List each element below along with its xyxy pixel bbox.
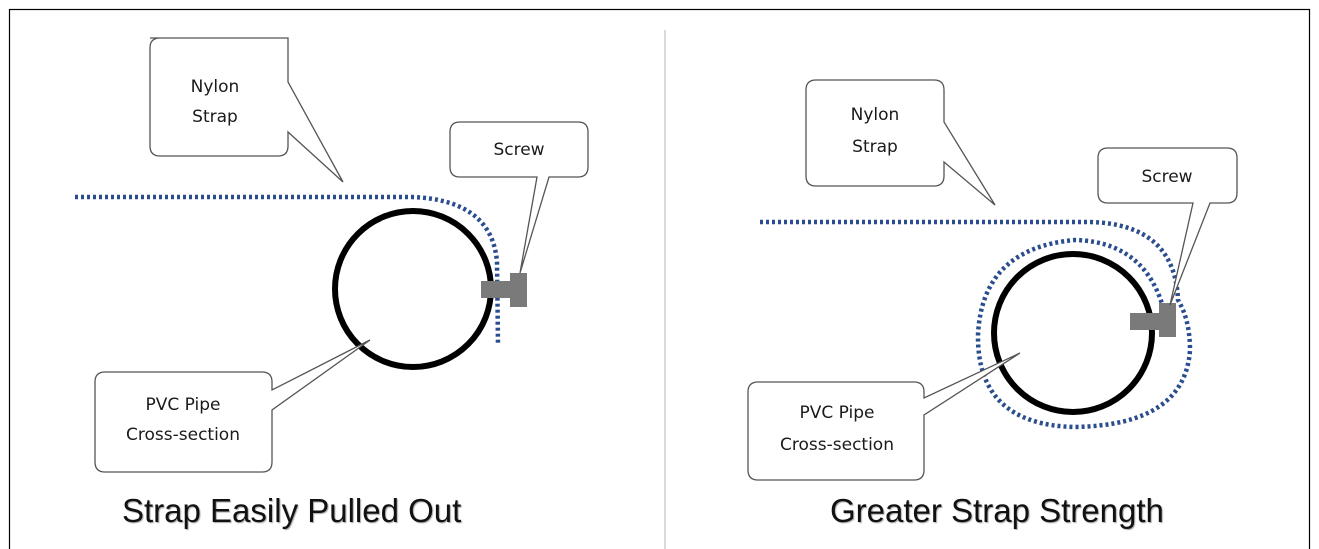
right-pipe-label-line1: PVC Pipe — [799, 403, 874, 423]
left-screw-icon — [481, 273, 527, 307]
right-strap-label-line2: Strap — [852, 137, 898, 157]
left-panel: Nylon Strap Screw PVC Pipe Cross-section — [75, 37, 589, 473]
right-pipe-callout: PVC Pipe Cross-section — [747, 352, 1021, 481]
right-screw-label: Screw — [1141, 167, 1192, 187]
left-screw-callout: Screw — [449, 121, 589, 274]
left-strap-label-line2: Strap — [192, 107, 238, 127]
left-screw-label: Screw — [493, 140, 544, 160]
right-pvc-pipe — [991, 251, 1155, 415]
right-screw-callout: Screw — [1097, 147, 1238, 306]
right-panel: Nylon Strap Screw PVC Pipe Cross-section — [747, 79, 1238, 481]
right-strap-label-line1: Nylon — [851, 105, 900, 125]
right-screw-icon — [1130, 303, 1176, 337]
left-nylon-strap — [75, 194, 501, 346]
left-pipe-label-line1: PVC Pipe — [145, 395, 220, 415]
left-caption: Strap Easily Pulled Out — [122, 492, 462, 529]
left-pipe-label-line2: Cross-section — [126, 425, 240, 445]
right-caption: Greater Strap Strength — [830, 492, 1164, 529]
left-strap-callout: Nylon Strap — [149, 37, 344, 183]
right-pipe-label-line2: Cross-section — [780, 435, 894, 455]
left-pvc-pipe — [332, 208, 494, 370]
right-strap-callout: Nylon Strap — [805, 79, 996, 206]
right-nylon-strap — [760, 219, 1193, 430]
left-strap-label-line1: Nylon — [191, 77, 240, 97]
outer-frame — [8, 8, 1311, 549]
left-pipe-callout: PVC Pipe Cross-section — [94, 339, 371, 473]
